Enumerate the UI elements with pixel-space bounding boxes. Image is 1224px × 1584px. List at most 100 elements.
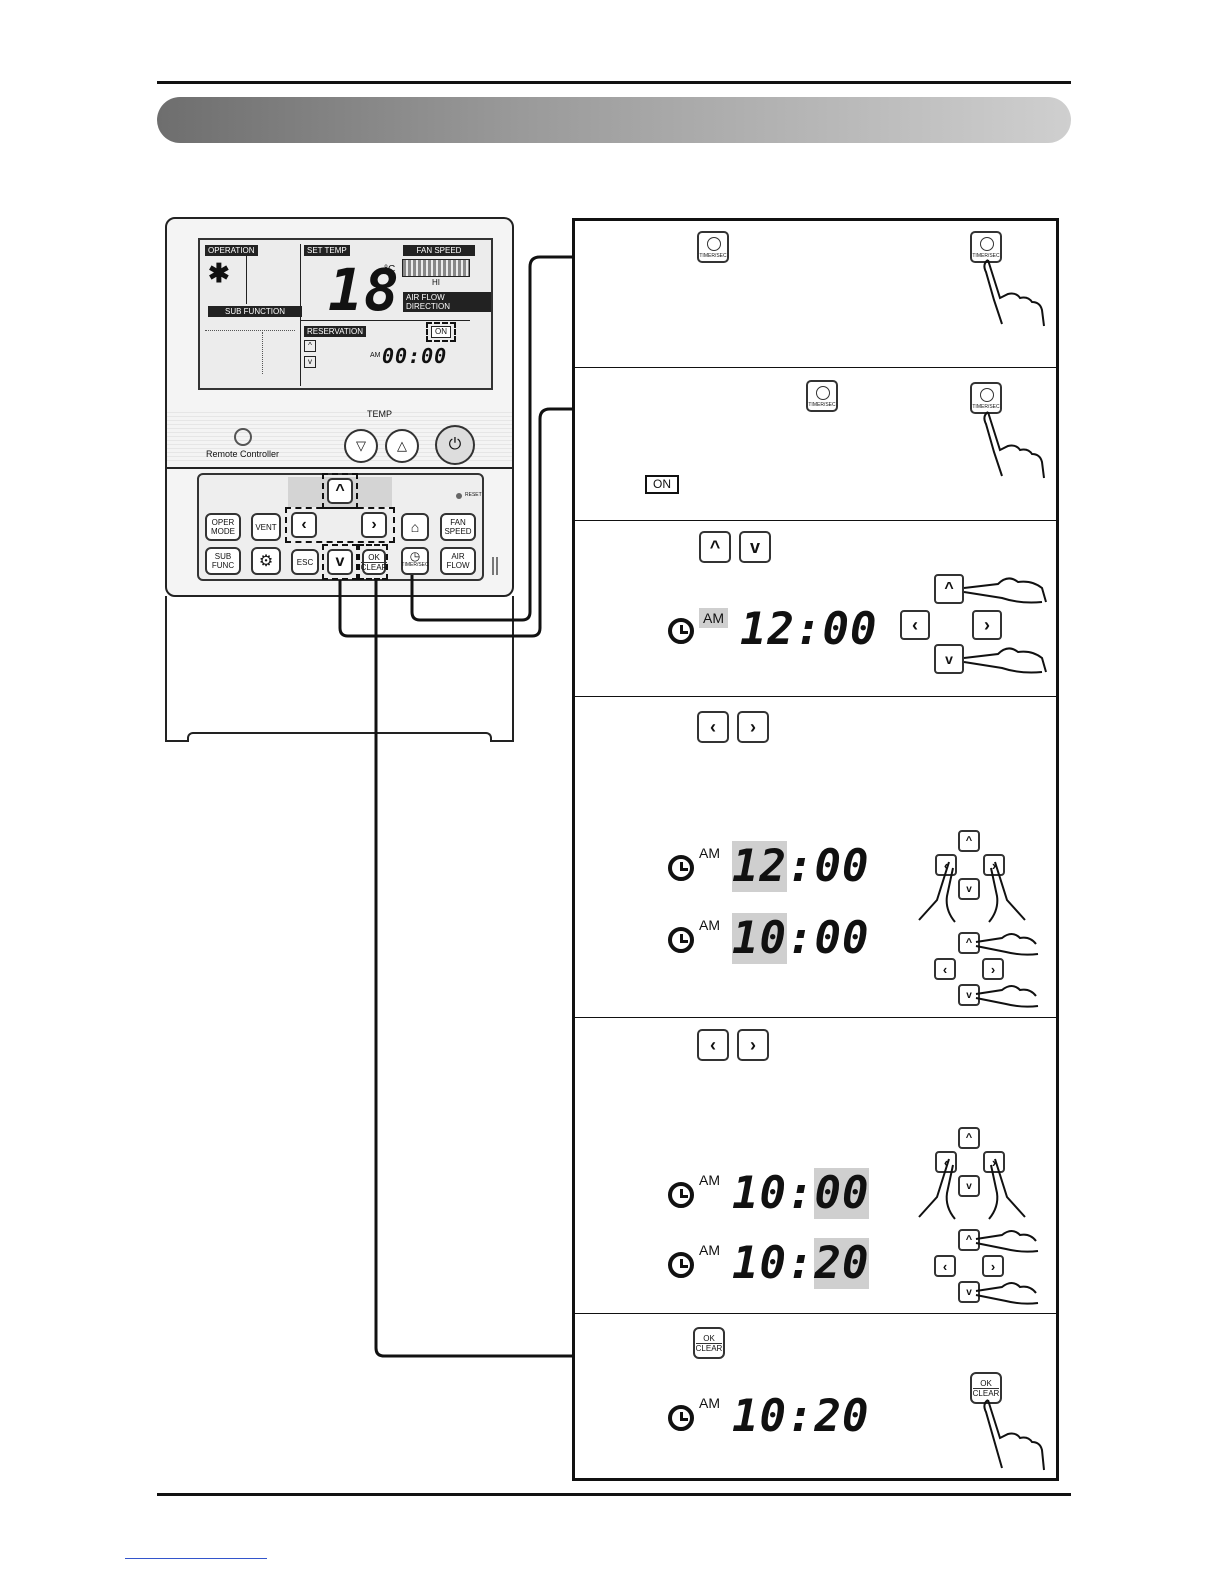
pointing-hand-icon xyxy=(983,259,1045,327)
clock-icon xyxy=(668,618,694,644)
remote-split xyxy=(165,467,514,469)
time-digits: 10:20 xyxy=(732,1238,870,1289)
step-divider xyxy=(575,696,1056,697)
thermometer-icon: ⌂ xyxy=(410,518,420,535)
lcd-dotted-line xyxy=(205,330,295,331)
time-display: AM 10:00 xyxy=(668,1168,870,1219)
chevron-up-icon: ^ xyxy=(958,1229,980,1251)
chevron-left-icon: ‹ xyxy=(900,610,930,640)
down-button[interactable]: v xyxy=(327,549,353,575)
lcd-divider xyxy=(300,320,470,321)
esc-button[interactable]: ESC xyxy=(291,549,319,575)
oper-mode-button[interactable]: OPER MODE xyxy=(205,513,241,541)
step-divider xyxy=(575,367,1056,368)
right-button[interactable]: › xyxy=(361,512,387,538)
temp-label: TEMP xyxy=(367,409,393,419)
power-icon: ⏻ xyxy=(448,436,462,453)
settings-button[interactable]: ⚙ xyxy=(251,547,281,575)
chevron-left-icon: ‹ xyxy=(934,1255,956,1277)
timer-button-icon: TIMER/SEC xyxy=(970,382,1002,414)
am-label: AM xyxy=(699,1395,720,1411)
nav-keys-illustration: ^ ‹ › v xyxy=(932,932,1042,1012)
up-button-icon: ^ xyxy=(699,531,731,563)
home-temp-button[interactable]: ⌂ xyxy=(401,513,429,541)
chevron-right-icon: › xyxy=(750,1034,756,1055)
left-button[interactable]: ‹ xyxy=(291,512,317,538)
temp-down-button[interactable]: ▽ xyxy=(344,429,378,463)
air-flow-button[interactable]: AIR FLOW xyxy=(440,547,476,575)
clock-icon xyxy=(668,1252,694,1278)
pointing-hand-icon xyxy=(918,1158,1026,1220)
step-divider xyxy=(575,520,1056,521)
up-button[interactable]: ^ xyxy=(327,478,353,504)
footer-link-line xyxy=(125,1558,267,1559)
chevron-down-icon: v xyxy=(958,1175,980,1197)
clear-label: CLEAR xyxy=(695,1342,723,1353)
am-label: AM xyxy=(699,608,728,628)
left-button-icon: ‹ xyxy=(697,1029,729,1061)
time-display: AM 10:00 xyxy=(668,913,870,964)
chevron-up-icon: ^ xyxy=(709,536,721,557)
lcd-divider xyxy=(246,256,247,304)
chevron-left-icon: ‹ xyxy=(934,958,956,980)
air-flow-label: AIR FLOW DIRECTION xyxy=(403,292,491,312)
clock-icon xyxy=(668,927,694,953)
settings-icon: ⚙ xyxy=(258,552,274,570)
chevron-right-icon: › xyxy=(983,854,1005,876)
power-button[interactable]: ⏻ xyxy=(435,425,475,465)
pointing-hand-icon xyxy=(975,933,1039,1008)
left-right-highlight xyxy=(285,507,395,543)
timer-label: TIMER/SEC xyxy=(401,562,429,568)
timer-button[interactable]: ◷ TIMER/SEC xyxy=(401,547,429,575)
chevron-down-icon: v xyxy=(958,878,980,900)
pointing-hand-icon xyxy=(963,577,1047,674)
chevron-up-icon: ^ xyxy=(304,340,316,352)
ok-clear-button[interactable]: OK CLEAR xyxy=(360,549,388,575)
chevron-right-icon: › xyxy=(371,516,377,533)
fan-speed-label: FAN SPEED xyxy=(403,245,475,256)
chevron-up-icon: ^ xyxy=(934,574,964,604)
time-display: AM 12:00 xyxy=(668,606,877,654)
chevron-right-icon: › xyxy=(982,1255,1004,1277)
chevron-left-icon: ‹ xyxy=(710,1034,716,1055)
remote-grip xyxy=(492,557,498,575)
chevron-down-icon: v xyxy=(958,1281,980,1303)
reservation-label: RESERVATION xyxy=(304,326,367,337)
ok-clear-button-icon: OK CLEAR xyxy=(693,1327,725,1359)
lcd-time: 00:00 xyxy=(382,344,448,368)
chevron-right-icon: › xyxy=(750,716,756,737)
time-digits: 10:00 xyxy=(732,913,870,964)
top-rule xyxy=(157,81,1071,84)
temp-up-button[interactable]: △ xyxy=(385,429,419,463)
snowflake-icon: ✱ xyxy=(208,258,230,288)
am-label: AM xyxy=(699,1242,720,1258)
time-display: AM 10:20 xyxy=(668,1393,869,1441)
pointing-hand-icon xyxy=(983,411,1045,479)
timer-button-icon: TIMER/SEC xyxy=(697,231,729,263)
fan-speed-value: HI xyxy=(432,278,440,287)
clear-label: CLEAR xyxy=(972,1387,1000,1398)
clear-label: CLEAR xyxy=(360,561,388,572)
reset-indicator xyxy=(456,493,462,499)
set-temperature: 18 xyxy=(328,256,400,324)
fan-speed-button[interactable]: FAN SPEED xyxy=(440,513,476,541)
down-highlight xyxy=(322,544,358,580)
remote-controller: OPERATION ✱ SET TEMP 18 °C FAN SPEED HI … xyxy=(165,217,514,597)
sub-func-button[interactable]: SUB FUNC xyxy=(205,547,241,575)
chevron-right-icon: › xyxy=(972,610,1002,640)
lcd-divider xyxy=(300,244,301,386)
pointing-hand-icon xyxy=(983,1399,1045,1471)
time-display: AM 12:00 xyxy=(668,841,869,892)
am-label: AM xyxy=(699,845,720,861)
chevron-right-icon: › xyxy=(982,958,1004,980)
time-digits: 12:00 xyxy=(740,604,878,655)
chevron-up-icon: ^ xyxy=(958,830,980,852)
chevron-down-icon: v xyxy=(934,644,964,674)
temp-unit: °C xyxy=(384,264,396,275)
fan-speed-bar xyxy=(402,259,470,277)
vent-button[interactable]: VENT xyxy=(251,513,281,541)
step-divider xyxy=(575,1017,1056,1018)
am-label: AM xyxy=(699,917,720,933)
chevron-left-icon: ‹ xyxy=(301,516,307,533)
